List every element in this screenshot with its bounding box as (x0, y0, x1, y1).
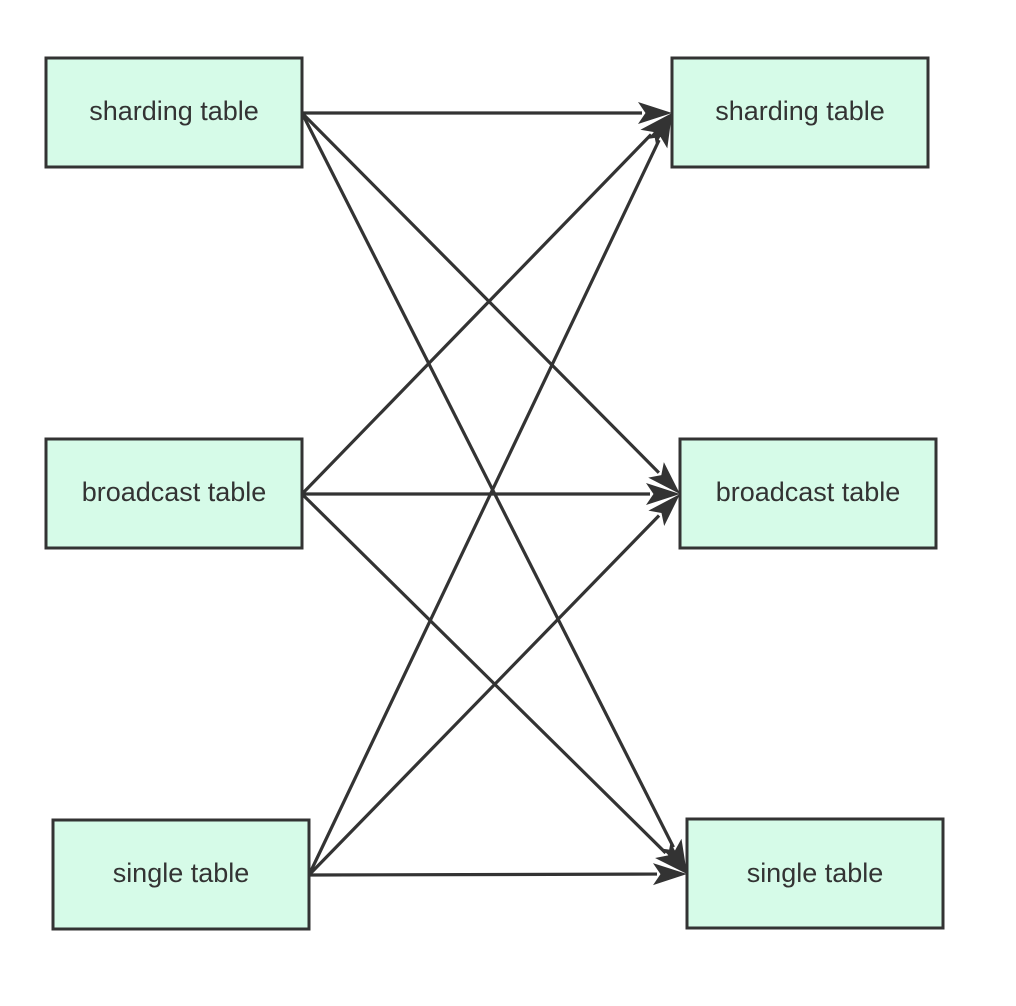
edge-line (307, 514, 661, 877)
arrowhead (647, 113, 672, 149)
node-right-sharding-label: sharding table (715, 96, 885, 126)
node-right-broadcast-label: broadcast table (716, 477, 901, 507)
node-right-sharding-box (670, 56, 930, 169)
edge-left-broadcast-to-right-broadcast (302, 483, 680, 505)
node-left-single-label: single table (113, 858, 250, 888)
edge-line (300, 133, 653, 496)
node-left-sharding-box (44, 56, 304, 169)
edge-left-single-to-right-single (308, 863, 687, 886)
edge-line (300, 111, 661, 474)
edge-left-sharding-to-right-broadcast (300, 111, 680, 494)
node-right-broadcast-box (678, 437, 938, 550)
node-left-broadcast[interactable]: broadcast table (44, 437, 304, 550)
edge-line (300, 492, 667, 855)
node-left-single[interactable]: single table (51, 818, 311, 931)
node-right-single-label: single table (747, 858, 884, 888)
node-left-single-box (51, 818, 311, 931)
node-right-broadcast[interactable]: broadcast table (678, 437, 938, 550)
node-right-sharding[interactable]: sharding table (670, 56, 930, 169)
arrowhead (640, 113, 672, 146)
node-left-broadcast-box (44, 437, 304, 550)
edge-left-sharding-to-right-sharding (302, 102, 672, 124)
arrowhead (648, 494, 680, 527)
edge-left-broadcast-to-right-sharding (300, 113, 672, 496)
edge-left-broadcast-to-right-single (300, 492, 687, 874)
edge-line (308, 872, 658, 877)
node-left-broadcast-label: broadcast table (82, 477, 267, 507)
node-right-single[interactable]: single table (685, 817, 945, 930)
edge-left-single-to-right-broadcast (307, 494, 680, 877)
arrowhead (655, 842, 687, 874)
node-left-sharding-label: sharding table (89, 96, 259, 126)
edge-line (300, 112, 675, 848)
node-left-sharding[interactable]: sharding table (44, 56, 304, 169)
node-right-single-box (685, 817, 945, 930)
arrowhead (648, 462, 680, 494)
edges-layer (300, 102, 687, 886)
arrowhead (638, 102, 672, 124)
arrowhead (646, 483, 680, 505)
arrowhead (652, 863, 687, 886)
edge-line (307, 139, 661, 876)
edge-left-single-to-right-sharding (307, 113, 672, 876)
